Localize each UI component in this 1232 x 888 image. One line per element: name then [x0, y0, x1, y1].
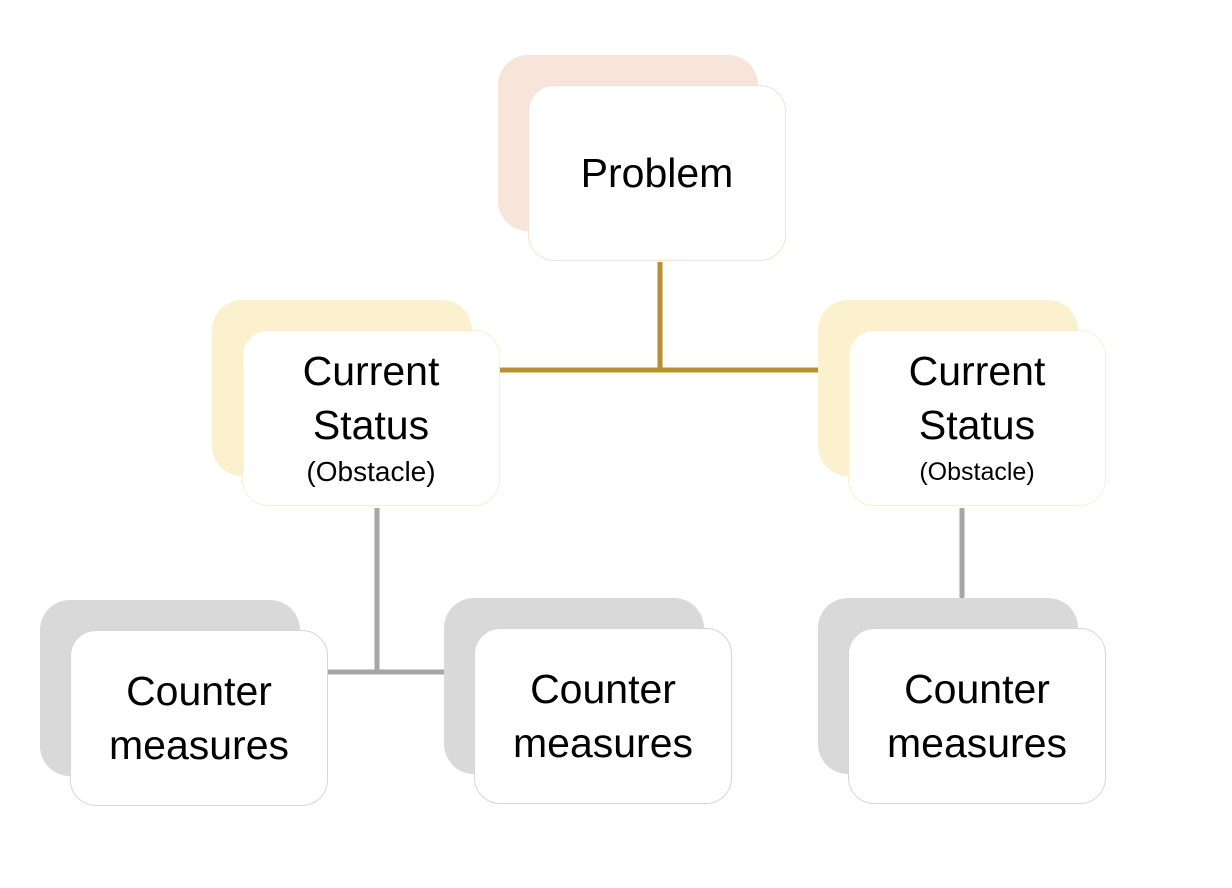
- countermeasure-1-line2: measures: [108, 722, 289, 768]
- status-node-right-card: Current Status (Obstacle): [848, 330, 1106, 506]
- countermeasure-3-line2: measures: [886, 720, 1067, 766]
- status-node-left: Current Status (Obstacle): [212, 300, 500, 506]
- status-node-left-card: Current Status (Obstacle): [242, 330, 500, 506]
- countermeasure-node-3: Counter measures: [818, 598, 1106, 804]
- status-right-line1: Current: [908, 348, 1046, 394]
- countermeasure-node-3-card: Counter measures: [848, 628, 1106, 804]
- status-left-line1: Current: [302, 348, 440, 394]
- status-right-line2: Status: [918, 402, 1036, 448]
- problem-label: Problem: [580, 150, 734, 196]
- countermeasure-node-2-card: Counter measures: [474, 628, 732, 804]
- countermeasure-3-line1: Counter: [904, 666, 1050, 712]
- status-left-line2: Status: [312, 402, 430, 448]
- countermeasure-node-1: Counter measures: [40, 600, 328, 806]
- countermeasure-node-2: Counter measures: [444, 598, 732, 804]
- countermeasure-node-1-card: Counter measures: [70, 630, 328, 806]
- status-node-right: Current Status (Obstacle): [818, 300, 1106, 506]
- countermeasure-2-line1: Counter: [530, 666, 676, 712]
- problem-node-card: Problem: [528, 85, 786, 261]
- status-left-sublabel: (Obstacle): [306, 456, 436, 487]
- status-right-sublabel: (Obstacle): [919, 458, 1035, 486]
- countermeasure-2-line2: measures: [512, 720, 693, 766]
- countermeasure-1-line1: Counter: [126, 668, 272, 714]
- problem-node: Problem: [498, 55, 786, 261]
